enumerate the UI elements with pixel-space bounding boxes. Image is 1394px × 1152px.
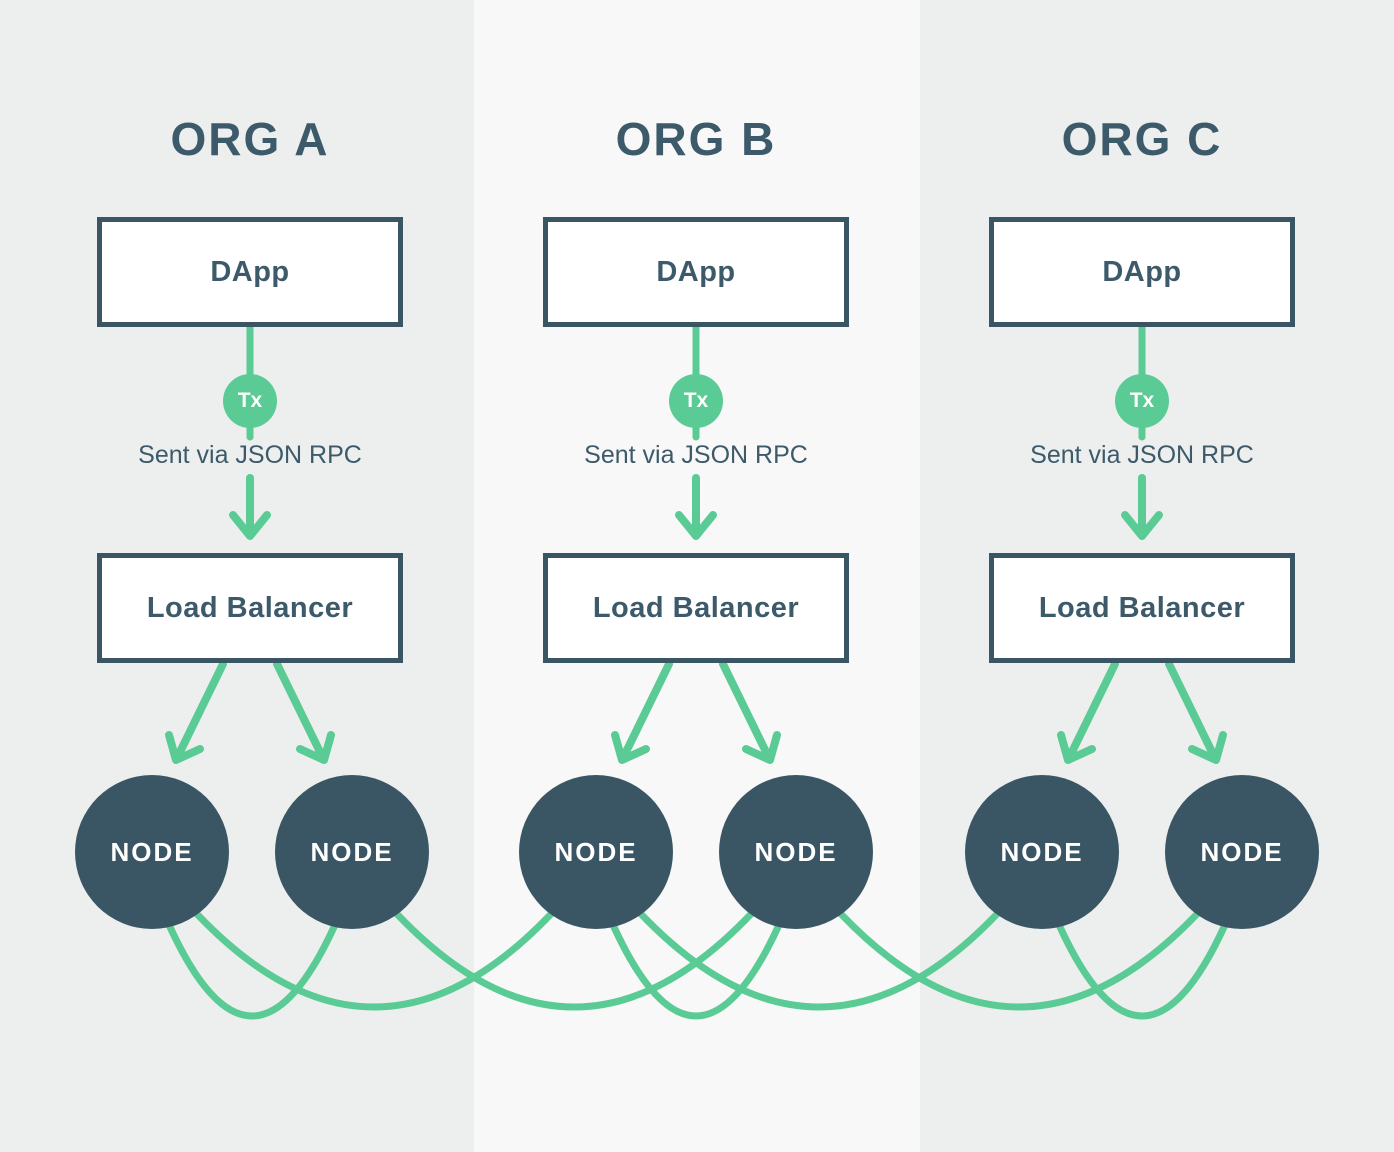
lb-arrow-right-line bbox=[719, 660, 772, 760]
rpc-arrow-head bbox=[1121, 511, 1163, 540]
lb-arrow-left-head bbox=[1057, 731, 1096, 764]
node-circle: NODE bbox=[75, 775, 229, 929]
dapp-box: DApp bbox=[989, 217, 1295, 327]
rpc-arrow-head bbox=[675, 511, 717, 540]
dapp-label: DApp bbox=[210, 255, 290, 288]
dapp-label: DApp bbox=[1102, 255, 1182, 288]
org-c-title: ORG C bbox=[1061, 113, 1223, 165]
lb-arrow-left-line bbox=[1066, 660, 1119, 760]
load-balancer-label: Load Balancer bbox=[1038, 591, 1246, 624]
rpc-caption: Sent via JSON RPC bbox=[138, 441, 362, 469]
load-balancer-box: Load Balancer bbox=[97, 553, 403, 663]
lb-arrow-left-head bbox=[611, 731, 650, 764]
tx-badge: Tx bbox=[223, 374, 277, 428]
mesh-arc-c1-c2 bbox=[1056, 923, 1228, 1020]
dapp-box: DApp bbox=[97, 217, 403, 327]
load-balancer-label: Load Balancer bbox=[592, 591, 800, 624]
load-balancer-box: Load Balancer bbox=[543, 553, 849, 663]
mesh-arc-a1-b1 bbox=[193, 910, 555, 1011]
tx-badge: Tx bbox=[1115, 374, 1169, 428]
dapp-box: DApp bbox=[543, 217, 849, 327]
lb-arrow-right-line bbox=[1165, 660, 1218, 760]
lb-arrow-left-line bbox=[174, 660, 227, 760]
lb-arrow-right-head bbox=[742, 731, 781, 764]
mesh-arc-a2-b2 bbox=[393, 910, 755, 1011]
lb-arrow-left-head bbox=[165, 731, 204, 764]
node-circle: NODE bbox=[519, 775, 673, 929]
node-circle: NODE bbox=[1165, 775, 1319, 929]
node-circle: NODE bbox=[719, 775, 873, 929]
mesh-arc-a1-a2 bbox=[166, 923, 338, 1020]
lb-arrow-right-line bbox=[273, 660, 326, 760]
node-circle: NODE bbox=[965, 775, 1119, 929]
node-circle: NODE bbox=[275, 775, 429, 929]
org-a-title: ORG A bbox=[170, 113, 330, 165]
dapp-label: DApp bbox=[656, 255, 736, 288]
load-balancer-box: Load Balancer bbox=[989, 553, 1295, 663]
rpc-arrow-head bbox=[229, 511, 271, 540]
mesh-arc-b1-c1 bbox=[637, 910, 1001, 1011]
lb-arrow-right-head bbox=[1188, 731, 1227, 764]
mesh-arc-b1-b2 bbox=[610, 923, 782, 1020]
rpc-caption: Sent via JSON RPC bbox=[584, 441, 808, 469]
org-b-title: ORG B bbox=[615, 113, 777, 165]
lb-arrow-right-head bbox=[296, 731, 335, 764]
tx-badge: Tx bbox=[669, 374, 723, 428]
lb-arrow-left-line bbox=[620, 660, 673, 760]
rpc-caption: Sent via JSON RPC bbox=[1030, 441, 1254, 469]
mesh-arc-b2-c2 bbox=[837, 910, 1201, 1011]
load-balancer-label: Load Balancer bbox=[146, 591, 354, 624]
